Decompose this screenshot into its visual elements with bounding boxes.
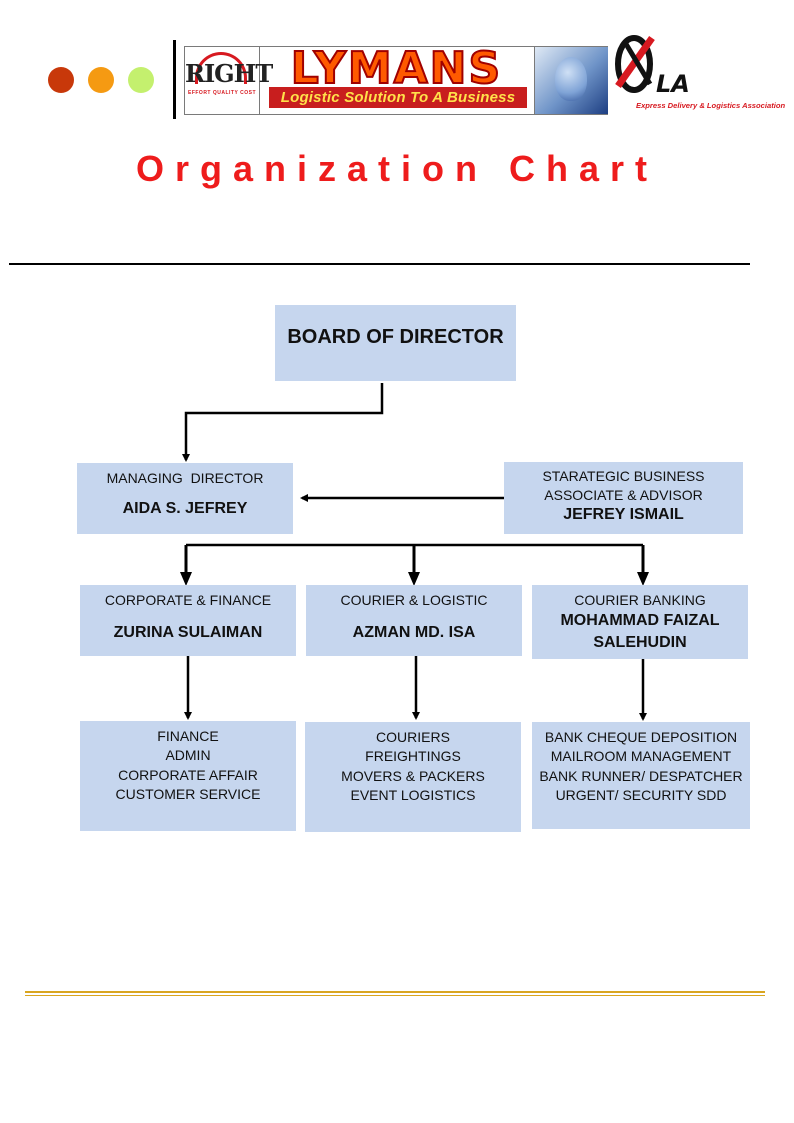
face-icon <box>534 47 608 114</box>
association-letters: LA <box>656 70 690 98</box>
managing-director-role: MANAGING DIRECTOR <box>106 470 264 486</box>
advisor-name: JEFREY ISMAIL <box>563 506 684 523</box>
department-head-name-line1: MOHAMMAD FAIZAL <box>560 612 720 629</box>
department-head-name: ZURINA SULAIMAN <box>113 624 263 641</box>
department-role: COURIER BANKING <box>574 592 706 608</box>
function-item: MOVERS & PACKERS <box>341 767 485 784</box>
function-item: CUSTOMER SERVICE <box>115 785 261 802</box>
green-dot-icon <box>128 67 154 93</box>
functions-box-courier-logistic: COURIERS FREIGHTINGS MOVERS & PACKERS EV… <box>305 722 521 832</box>
face-head-shape <box>555 57 587 101</box>
function-item: FREIGHTINGS <box>365 748 461 765</box>
functions-box-courier-banking: BANK CHEQUE DEPOSITION MAILROOM MANAGEME… <box>532 722 750 829</box>
orange-dot-icon <box>88 67 114 93</box>
department-head-name: AZMAN MD. ISA <box>352 624 476 641</box>
brand-name: LYMANS <box>290 42 503 95</box>
advisor-role-line2: ASSOCIATE & ADVISOR <box>544 487 703 503</box>
department-box-courier-logistic: COURIER & LOGISTIC AZMAN MD. ISA <box>306 585 522 656</box>
right-logo: RIGHT EFFORT QUALITY COST <box>185 47 273 114</box>
board-of-director-box: BOARD OF DIRECTOR <box>275 305 516 381</box>
department-role: COURIER & LOGISTIC <box>340 592 488 608</box>
department-head-name-line2: SALEHUDIN <box>593 634 687 651</box>
function-item: CORPORATE AFFAIR <box>118 766 258 783</box>
function-item: COURIERS <box>376 729 450 745</box>
department-role: CORPORATE & FINANCE <box>104 592 272 608</box>
functions-box-corporate-finance: FINANCE ADMIN CORPORATE AFFAIR CUSTOMER … <box>80 721 296 831</box>
red-dot-icon <box>48 67 74 93</box>
right-logo-tagline: EFFORT QUALITY COST <box>187 90 257 96</box>
header-divider <box>173 40 176 119</box>
function-item: URGENT/ SECURITY SDD <box>555 786 727 803</box>
department-box-courier-banking: COURIER BANKING MOHAMMAD FAIZAL SALEHUDI… <box>532 585 748 659</box>
managing-director-name: AIDA S. JEFREY <box>122 500 248 517</box>
association-subtitle: Express Delivery & Logistics Association <box>636 101 786 110</box>
brand-tagline: Logistic Solution To A Business <box>269 87 527 108</box>
department-box-corporate-finance: CORPORATE & FINANCE ZURINA SULAIMAN <box>80 585 296 656</box>
function-item: EVENT LOGISTICS <box>350 786 476 803</box>
ela-mark-icon <box>615 35 655 93</box>
board-to-md-connector <box>182 383 384 462</box>
function-item: BANK CHEQUE DEPOSITION <box>544 729 738 745</box>
footer-divider <box>25 991 765 996</box>
managing-director-box: MANAGING DIRECTOR AIDA S. JEFREY <box>77 463 293 534</box>
board-title: BOARD OF DIRECTOR <box>287 326 504 348</box>
lymans-logo: LYMANS Logistic Solution To A Business <box>259 42 534 114</box>
function-item: ADMIN <box>165 747 211 764</box>
advisor-role-line1: STARATEGIC BUSINESS <box>542 468 705 484</box>
right-logo-word: RIGHT <box>185 59 273 88</box>
page-title: Organization Chart <box>135 148 659 189</box>
company-banner: RIGHT EFFORT QUALITY COST LYMANS Logisti… <box>184 42 608 115</box>
association-logo: LA Express Delivery & Logistics Associat… <box>612 34 785 120</box>
function-item: FINANCE <box>157 728 219 744</box>
function-item: BANK RUNNER/ DESPATCHER <box>539 767 743 784</box>
function-item: MAILROOM MANAGEMENT <box>550 748 732 765</box>
title-divider <box>9 263 750 265</box>
advisor-box: STARATEGIC BUSINESS ASSOCIATE & ADVISOR … <box>504 462 743 534</box>
